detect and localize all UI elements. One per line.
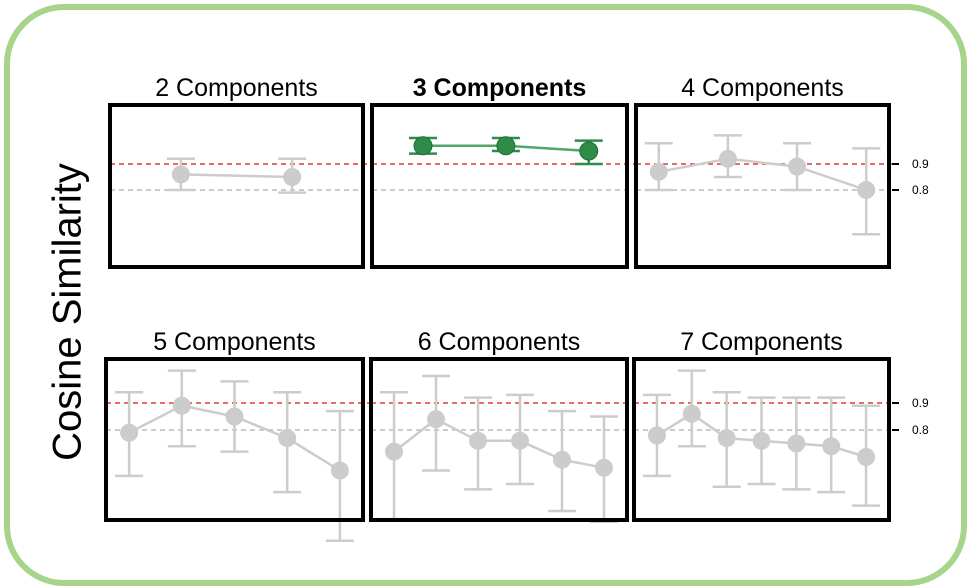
panel-border [634, 103, 891, 269]
data-point [385, 442, 404, 461]
data-point [717, 429, 736, 448]
data-point [552, 450, 571, 469]
data-point [649, 162, 668, 181]
panel-title: 5 Components [153, 328, 316, 356]
data-point [718, 149, 737, 168]
data-point [496, 136, 516, 156]
y-tick-label: 0.8 [912, 183, 929, 197]
data-point [330, 461, 349, 480]
panel-border [370, 103, 629, 269]
data-point [172, 396, 191, 415]
data-point [427, 410, 446, 429]
data-point [788, 157, 807, 176]
panel-title: 3 Components [413, 74, 587, 102]
data-point [857, 181, 876, 199]
data-point [283, 168, 302, 186]
data-point [469, 431, 488, 450]
y-tick-label: 0.8 [912, 423, 929, 437]
panel-border [632, 357, 891, 522]
data-point [787, 434, 806, 453]
data-point [682, 404, 701, 423]
panel-title: 2 Components [155, 74, 318, 102]
data-point [594, 458, 613, 477]
panel-border [369, 357, 629, 522]
rounded-frame [4, 4, 967, 586]
data-point [278, 429, 297, 448]
data-point [579, 141, 599, 161]
panel-title: 7 Components [680, 328, 843, 356]
panel-border [108, 103, 365, 269]
data-point [225, 407, 244, 426]
data-point [510, 431, 529, 450]
y-tick-label: 0.9 [912, 157, 929, 171]
panel-title: 6 Components [418, 328, 581, 356]
y-tick-label: 0.9 [912, 396, 929, 410]
data-point [752, 431, 771, 450]
data-point [413, 136, 433, 156]
data-point [120, 423, 139, 442]
series-line [393, 417, 605, 470]
panel-title: 4 Components [681, 74, 844, 102]
series-line [180, 173, 293, 179]
panel-border [104, 357, 365, 522]
data-point [857, 448, 876, 466]
data-point [822, 437, 841, 456]
data-point [647, 426, 666, 445]
series-line [658, 157, 867, 192]
data-point [171, 165, 190, 184]
